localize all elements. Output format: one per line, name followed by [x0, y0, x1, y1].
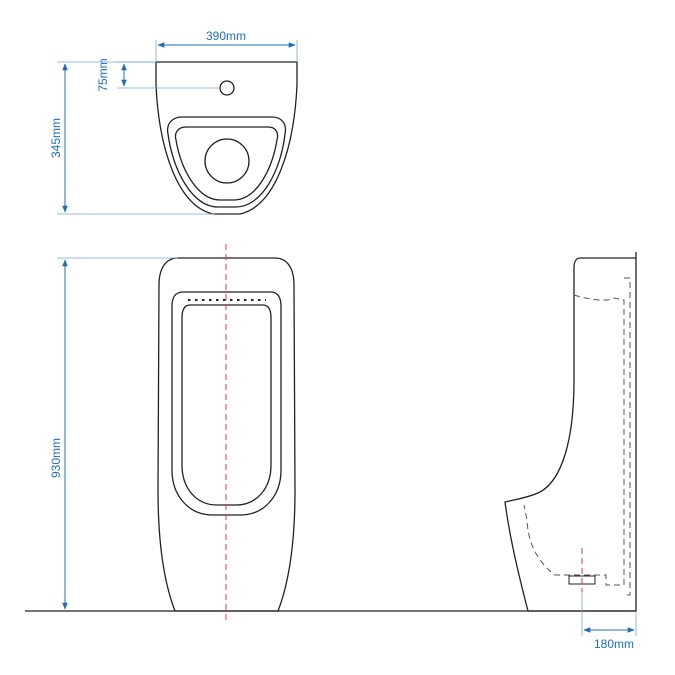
front-view	[157, 244, 296, 620]
dimension-390: 390mm	[155, 29, 298, 62]
dimension-label-75: 75mm	[96, 58, 110, 91]
dimension-label-345: 345mm	[49, 118, 63, 158]
dimension-75: 75mm	[96, 58, 220, 92]
top-view-outer-outline	[155, 61, 298, 215]
inlet-hole-circle	[219, 80, 235, 96]
top-view	[155, 61, 298, 215]
side-view-hidden-channel	[523, 294, 625, 586]
dimension-label-930: 930mm	[49, 438, 63, 478]
side-view-outer-outline	[504, 257, 636, 612]
top-view-bowl-inner	[174, 126, 279, 201]
front-view-bowl-recess	[181, 304, 272, 506]
dimension-345: 345mm	[49, 61, 215, 215]
dimension-label-180: 180mm	[594, 637, 634, 651]
dimension-180: 180mm	[581, 592, 637, 651]
dimension-930: 930mm	[49, 257, 178, 610]
front-view-inner-rim	[171, 291, 282, 516]
drain-outlet-circle	[204, 138, 250, 184]
side-view	[504, 252, 637, 612]
dimension-label-390: 390mm	[206, 29, 246, 43]
top-view-bowl-rim	[166, 116, 287, 208]
side-view-hidden-back	[624, 277, 631, 596]
